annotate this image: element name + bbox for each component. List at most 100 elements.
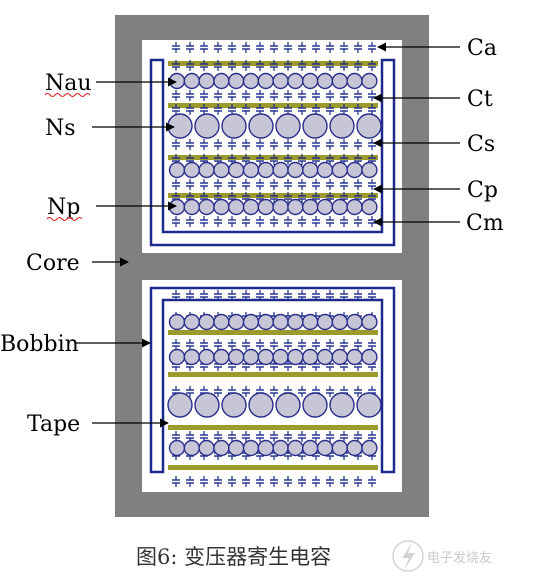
winding-turn [346, 72, 363, 90]
core-window-bottom [142, 280, 402, 492]
capacitor-row-top-8 [172, 192, 376, 203]
winding-np-top [168, 198, 378, 216]
winding-turn [183, 161, 201, 179]
winding-turn [213, 313, 230, 331]
winding-turn [242, 439, 260, 457]
spellcheck-underline-np [46, 217, 83, 221]
winding-turn [167, 392, 193, 418]
winding-turn [257, 161, 274, 179]
winding-layers [167, 72, 382, 457]
bobbin-bottom [149, 286, 396, 474]
winding-turn [257, 313, 274, 331]
label-core: Core [26, 251, 80, 276]
winding-turn [331, 161, 348, 179]
winding-turn [183, 198, 201, 216]
winding-turn [361, 439, 378, 457]
label-ca: Ca [467, 36, 497, 61]
label-np: Np [47, 195, 80, 220]
winding-turn [316, 313, 334, 331]
winding-turn [257, 439, 274, 457]
winding-turn [331, 198, 348, 216]
winding-turn [272, 348, 289, 366]
winding-turn [356, 392, 382, 418]
winding-turn [198, 161, 215, 179]
label-arrows [76, 42, 460, 428]
label-cs: Cs [467, 132, 495, 157]
winding-turn [242, 348, 260, 366]
winding-turn [361, 348, 378, 366]
label-cm: Cm [466, 211, 504, 236]
label-nau: Nau [45, 71, 92, 96]
tape-bottom-4 [168, 465, 378, 470]
winding-turn [361, 161, 378, 179]
winding-turn [275, 392, 301, 418]
winding-ns-bottom [167, 392, 382, 418]
winding-turn [198, 313, 215, 331]
winding-turn [302, 113, 328, 139]
winding-turn [168, 439, 186, 457]
winding-turn [183, 72, 201, 90]
winding-turn [316, 439, 334, 457]
winding-turn [356, 113, 382, 139]
label-ns: Ns [45, 116, 76, 141]
capacitor-row-top-9 [172, 216, 376, 227]
capacitor-row-top-1 [172, 42, 376, 53]
winding-primary-top-1 [168, 161, 378, 179]
winding-turn [213, 348, 230, 366]
winding-turn [168, 72, 186, 90]
winding-turn [194, 113, 220, 139]
winding-turn [198, 72, 215, 90]
winding-turn [346, 313, 363, 331]
tape-bottom-2 [168, 372, 378, 377]
winding-turn [183, 313, 201, 331]
winding-turn [302, 348, 319, 366]
winding-turn [302, 72, 319, 90]
watermark-text: 电子发烧友 [427, 550, 492, 566]
winding-turn [227, 161, 245, 179]
winding-turn [346, 198, 363, 216]
winding-turn [302, 161, 319, 179]
label-ct: Ct [467, 87, 493, 112]
winding-turn [287, 439, 304, 457]
winding-turn [168, 313, 186, 331]
winding-turn [331, 439, 348, 457]
winding-turn [168, 348, 186, 366]
spellcheck-underline-nau [44, 93, 91, 97]
winding-turn [316, 161, 334, 179]
winding-turn [183, 439, 201, 457]
label-bobbin: Bobbin [0, 332, 79, 357]
tape-bottom-3 [168, 425, 378, 430]
capacitor-row-top-7 [172, 179, 376, 190]
winding-turn [227, 439, 245, 457]
winding-turn [198, 348, 215, 366]
winding-turn [213, 198, 230, 216]
winding-turn [361, 198, 378, 216]
winding-turn [167, 113, 193, 139]
winding-turn [331, 72, 348, 90]
winding-turn [346, 348, 363, 366]
winding-turn [346, 161, 363, 179]
winding-turn [168, 161, 186, 179]
winding-ns-top [167, 113, 382, 139]
bobbin-group [149, 58, 396, 474]
winding-turn [257, 198, 274, 216]
winding-turn [302, 198, 319, 216]
winding-turn [329, 113, 355, 139]
winding-turn [361, 313, 378, 331]
winding-turn [198, 439, 215, 457]
tape-top-2 [168, 103, 378, 108]
lightning-bolt-icon [402, 543, 415, 570]
winding-turn [287, 72, 304, 90]
winding-turn [346, 439, 363, 457]
label-tape: Tape [27, 412, 80, 437]
winding-turn [221, 113, 247, 139]
winding-turn [221, 392, 247, 418]
winding-turn [287, 348, 304, 366]
winding-turn [275, 113, 301, 139]
capacitor-row-bottom-1 [172, 290, 376, 301]
winding-turn [213, 72, 230, 90]
winding-turn [242, 198, 260, 216]
figure-caption: 图6: 变压器寄生电容 [136, 545, 331, 569]
winding-turn [302, 313, 319, 331]
winding-turn [302, 392, 328, 418]
